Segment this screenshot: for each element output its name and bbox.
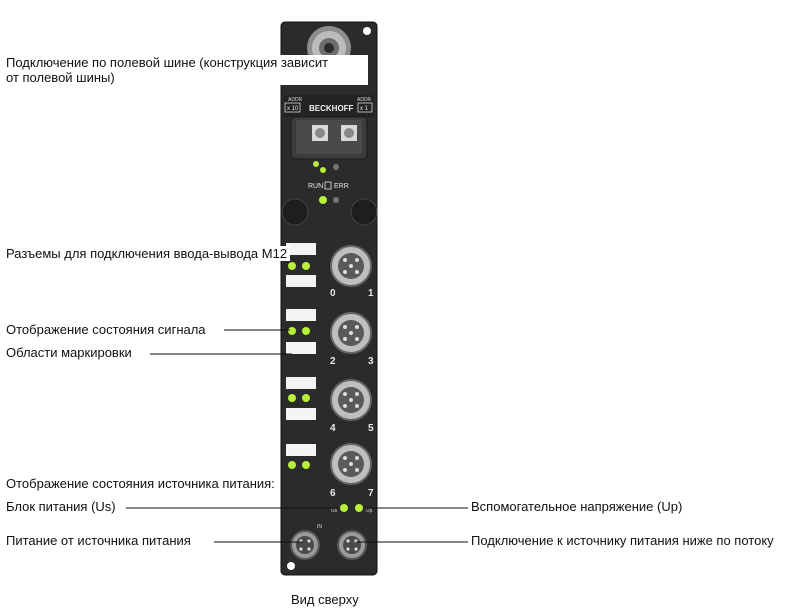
up-led-label: Up [366, 508, 373, 514]
signal-led [288, 327, 296, 335]
label-fieldbus-connection: Подключение по полевой шине (конструкция… [6, 55, 368, 85]
label-aux-voltage-up: Вспомогательное напряжение (Up) [469, 499, 683, 514]
io-block-2-3 [286, 309, 372, 354]
marking-label [286, 342, 316, 354]
signal-led [302, 461, 310, 469]
signal-led [288, 461, 296, 469]
label-marking-areas: Области маркировки [6, 345, 134, 360]
label-power-supply-us: Блок питания (Us) [6, 499, 118, 514]
marking-label [286, 309, 316, 321]
channel-number-6: 6 [330, 488, 336, 499]
run-label: RUN [308, 183, 323, 190]
label-signal-status: Отображение состояния сигнала [6, 322, 208, 337]
label-power-status-heading: Отображение состояния источника питания: [6, 476, 277, 491]
mounting-hole-top [363, 27, 371, 35]
us-led [340, 504, 348, 512]
marking-label [286, 444, 316, 456]
link-led-1 [313, 161, 319, 167]
io-block-6-7 [286, 443, 372, 485]
run-led [319, 196, 327, 204]
label-power-feed: Питание от источника питания [6, 533, 193, 548]
label-fieldbus-line2: от полевой шины) [6, 70, 115, 85]
label-m12-connectors: Разъемы для подключения ввода-вывода M12 [6, 246, 291, 261]
label-downstream-power: Подключение к источнику питания ниже по … [469, 533, 774, 548]
signal-led [288, 394, 296, 402]
signal-led [302, 394, 310, 402]
marking-label [286, 243, 316, 255]
marking-label [286, 275, 316, 287]
signal-led [302, 327, 310, 335]
module-housing [281, 22, 377, 575]
link-led-2 [320, 167, 326, 173]
marking-label [286, 408, 316, 420]
channel-number-1: 1 [368, 288, 374, 299]
io-block-0-1 [286, 243, 372, 287]
signal-led [288, 262, 296, 270]
power-in-connector [290, 530, 320, 560]
signal-led [302, 262, 310, 270]
addr-left-caption: ADDR [288, 97, 303, 103]
power-out-connector [337, 530, 367, 560]
mounting-hole-bottom [287, 562, 295, 570]
err-label: ERR [334, 183, 349, 190]
addr-right-value: x 1 [360, 106, 369, 112]
channel-number-3: 3 [368, 356, 374, 367]
channel-number-0: 0 [330, 288, 336, 299]
label-top-view: Вид сверху [291, 592, 359, 607]
us-led-label: Us [331, 508, 338, 514]
brand-logo-text: BECKHOFF [309, 104, 354, 113]
channel-number-2: 2 [330, 356, 336, 367]
channel-number-4: 4 [330, 423, 336, 434]
channel-number-5: 5 [368, 423, 374, 434]
up-led [355, 504, 363, 512]
io-block-4-5 [286, 377, 372, 421]
addr-right-caption: ADDR [357, 97, 372, 103]
err-led [333, 197, 339, 203]
channel-number-7: 7 [368, 488, 374, 499]
label-fieldbus-line1: Подключение по полевой шине (конструкция… [6, 55, 329, 70]
addr-left-value: x 10 [287, 106, 299, 112]
marking-label [286, 377, 316, 389]
leader-lines [126, 329, 468, 543]
power-in-label: IN [317, 524, 322, 530]
